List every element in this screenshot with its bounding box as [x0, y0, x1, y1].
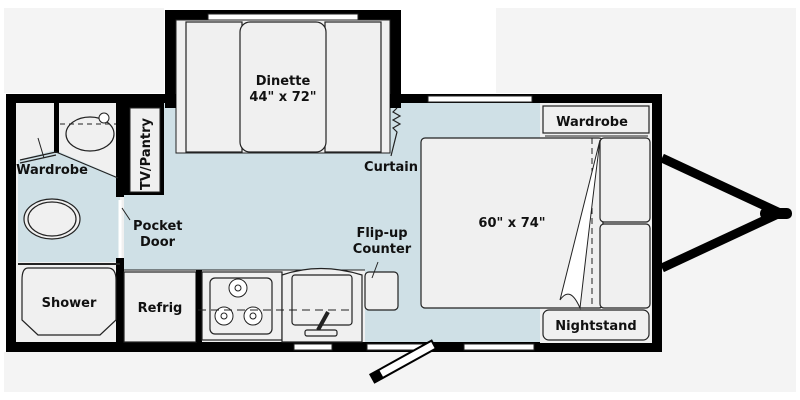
bed-size: 60" x 74" — [478, 216, 545, 231]
shower — [21, 267, 117, 336]
wardrobe-front — [542, 105, 650, 134]
kitchen-sink — [281, 267, 363, 343]
dinette-bench-left — [185, 21, 243, 153]
window-top-right — [427, 95, 533, 103]
curtain-icon — [390, 107, 402, 157]
tv-pantry: TV/Pantry — [124, 103, 164, 195]
bedroom: Wardrobe 60" x 74" Nightstand — [420, 103, 652, 343]
bed-storage-upper — [599, 137, 651, 223]
refrig-label: Refrig — [138, 301, 183, 316]
tv-pantry-label: TV/Pantry — [139, 117, 154, 190]
wardrobe-rear-label: Wardrobe — [16, 163, 88, 178]
dinette-size: 44" x 72" — [249, 90, 316, 105]
sink-icon — [65, 116, 115, 152]
flip-up-label-1: Flip-up — [356, 226, 407, 241]
shower-label: Shower — [42, 296, 97, 311]
window-bottom-right — [463, 343, 535, 351]
wardrobe-front-label: Wardrobe — [556, 115, 628, 130]
bed — [420, 137, 604, 309]
dinette — [165, 10, 401, 154]
bed-curtain-icon — [559, 139, 601, 310]
dinette-table — [239, 21, 327, 153]
kitchen: Refrig Flip-up Counter — [123, 226, 412, 343]
background-panel — [4, 8, 164, 93]
window-bottom-left — [293, 343, 333, 351]
nightstand — [542, 309, 650, 341]
toilet-icon — [23, 198, 81, 240]
bed-storage-lower — [599, 223, 651, 309]
pocket-door-label-1: Pocket — [133, 219, 183, 234]
nightstand-label: Nightstand — [555, 319, 636, 334]
bathroom: Shower Wardrobe Pocket Door — [16, 103, 183, 342]
dinette-bench-right — [324, 21, 382, 153]
trailer-hitch — [660, 153, 792, 273]
dinette-window — [207, 13, 359, 21]
dinette-label: Dinette — [256, 74, 311, 89]
refrigerator — [123, 271, 197, 343]
curtain-label: Curtain — [364, 160, 418, 175]
flip-up-label-2: Counter — [353, 242, 412, 257]
pocket-door-label-2: Door — [140, 235, 176, 250]
entry-door — [368, 339, 438, 384]
flip-up-counter — [364, 271, 399, 311]
